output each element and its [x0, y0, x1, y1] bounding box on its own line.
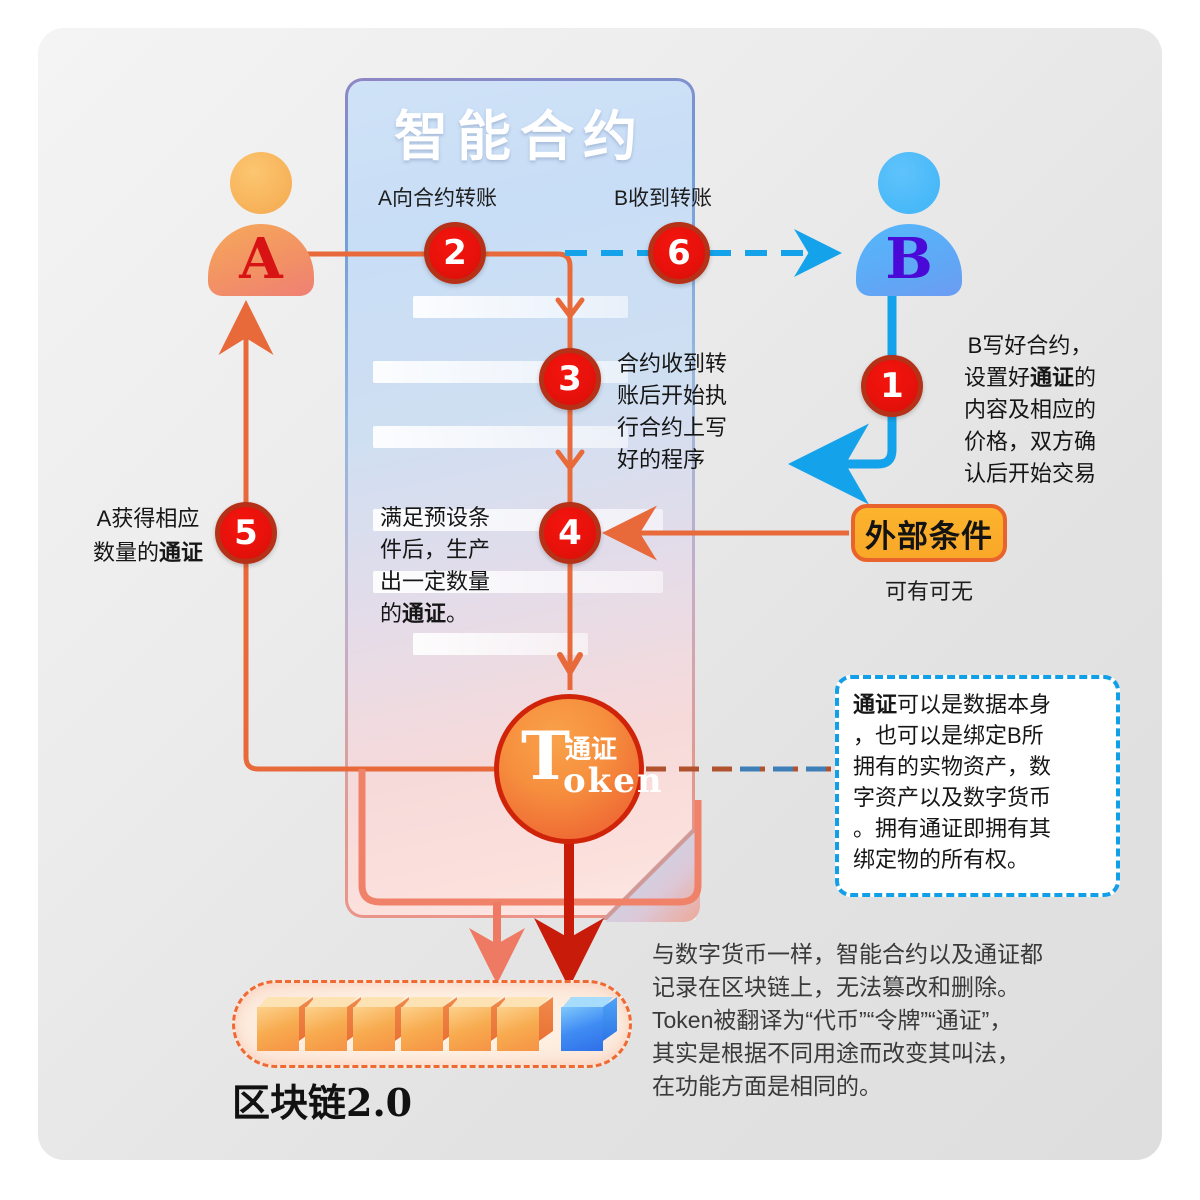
step5-note-l2b: 通证 — [159, 540, 204, 565]
step1-note-l2a: 设置好 — [963, 365, 1030, 390]
bottom-note-line5: 在功能方面是相同的。 — [652, 1073, 882, 1099]
external-condition-badge[interactable]: 外部条件 — [851, 504, 1007, 562]
step1-note-line2: 设置好通证的 — [930, 362, 1130, 394]
avatar-a[interactable]: A — [208, 152, 314, 296]
token-note-l1: 可以是数据本身 — [897, 692, 1052, 717]
bottom-note-line1: 与数字货币一样，智能合约以及通证都 — [652, 941, 1043, 967]
step4-note-line2: 件后，生产 — [380, 537, 491, 562]
document-border — [345, 78, 695, 918]
step-badge-4[interactable]: 4 — [539, 502, 601, 564]
token-node[interactable]: T 通证 oken — [494, 694, 662, 844]
token-note-line2: ，也可以是绑定B所 — [853, 723, 1044, 748]
bottom-note-line2: 记录在区块链上，无法篡改和删除。 — [652, 974, 1020, 1000]
new-block-cube-icon — [561, 997, 619, 1051]
token-letter-t: T — [521, 717, 571, 795]
bottom-note-line3: Token被翻译为“代币”“令牌”“通证”， — [652, 1007, 1013, 1033]
avatar-head-icon — [230, 152, 292, 214]
bottom-description: 与数字货币一样，智能合约以及通证都 记录在区块链上，无法篡改和删除。 Token… — [652, 938, 1132, 1103]
external-condition-subtitle: 可有可无 — [884, 579, 973, 604]
token-note-line6: 绑定物的所有权。 — [853, 847, 1030, 872]
token-note-line4: 字资产以及数字货币 — [853, 785, 1052, 810]
step1-note-line5: 认后开始交易 — [963, 461, 1096, 486]
token-text-rest: oken — [563, 761, 664, 801]
step1-note-line3: 内容及相应的 — [963, 397, 1096, 422]
token-note-l1-bold: 通证 — [853, 692, 898, 717]
doc-text-line — [373, 426, 628, 448]
step3-note-line3: 行合约上写 — [617, 415, 728, 440]
bottom-note-line4: 其实是根据不同用途而改变其叫法， — [652, 1040, 1020, 1066]
step-badge-2[interactable]: 2 — [424, 222, 486, 284]
step-badge-5[interactable]: 5 — [215, 502, 277, 564]
token-note-line5: 。拥有通证即拥有其 — [853, 816, 1052, 841]
step5-note-l2a: 数量的 — [92, 540, 159, 565]
step4-note-line1: 满足预设条 — [380, 505, 491, 530]
step4-note-l4a: 的 — [380, 601, 403, 626]
token-note-line3: 拥有的实物资产，数 — [853, 754, 1052, 779]
step-badge-3[interactable]: 3 — [539, 348, 601, 410]
blockchain-label: 区块链2.0 — [232, 1080, 413, 1125]
avatar-b[interactable]: B — [856, 152, 962, 296]
caption-a-transfer: A向合约转账 — [378, 187, 498, 210]
avatar-head-icon — [878, 152, 940, 214]
step3-note: 合约收到转 账后开始执 行合约上写 好的程序 — [617, 348, 777, 476]
step4-note-l4c: 。 — [446, 601, 469, 626]
avatar-a-label: A — [239, 226, 283, 292]
blockchain-strip — [232, 980, 632, 1068]
token-chinese-label: 通证 — [565, 735, 618, 765]
step5-note-line2: 数量的通证 — [58, 536, 238, 570]
step4-note: 满足预设条 件后，生产 出一定数量 的通证。 — [380, 502, 540, 630]
step1-note: B写好合约， 设置好通证的 内容及相应的 价格，双方确 认后开始交易 — [930, 330, 1130, 490]
step1-note-l2c: 的 — [1074, 365, 1097, 390]
step3-note-line4: 好的程序 — [617, 447, 706, 472]
step-badge-6[interactable]: 6 — [648, 222, 710, 284]
avatar-body-icon: A — [208, 224, 314, 296]
step4-note-l4b: 通证 — [402, 601, 447, 626]
smart-contract-document — [345, 78, 700, 922]
step3-note-line1: 合约收到转 — [617, 351, 728, 376]
doc-text-line — [373, 571, 663, 593]
avatar-body-icon: B — [856, 224, 962, 296]
token-description-box: 通证可以是数据本身 ，也可以是绑定B所 拥有的实物资产，数 字资产以及数字货币 … — [835, 675, 1120, 897]
step1-note-l2b: 通证 — [1029, 365, 1074, 390]
avatar-b-label: B — [885, 226, 933, 292]
token-note-line1: 通证可以是数据本身 — [853, 689, 1104, 720]
step5-note-line1: A获得相应 — [96, 506, 200, 531]
step4-note-line3: 出一定数量 — [380, 569, 491, 594]
step4-note-line4: 的通证。 — [380, 598, 540, 630]
step1-note-line1: B写好合约， — [967, 333, 1093, 358]
doc-text-line — [413, 633, 588, 655]
step-badge-1[interactable]: 1 — [861, 355, 923, 417]
step3-note-line2: 账后开始执 — [617, 383, 728, 408]
step1-note-line4: 价格，双方确 — [963, 429, 1096, 454]
block-cube-icon — [497, 997, 555, 1051]
step5-note: A获得相应 数量的通证 — [58, 502, 238, 570]
page-title: 智能合约 — [394, 104, 646, 168]
caption-b-received: B收到转账 — [614, 187, 713, 210]
